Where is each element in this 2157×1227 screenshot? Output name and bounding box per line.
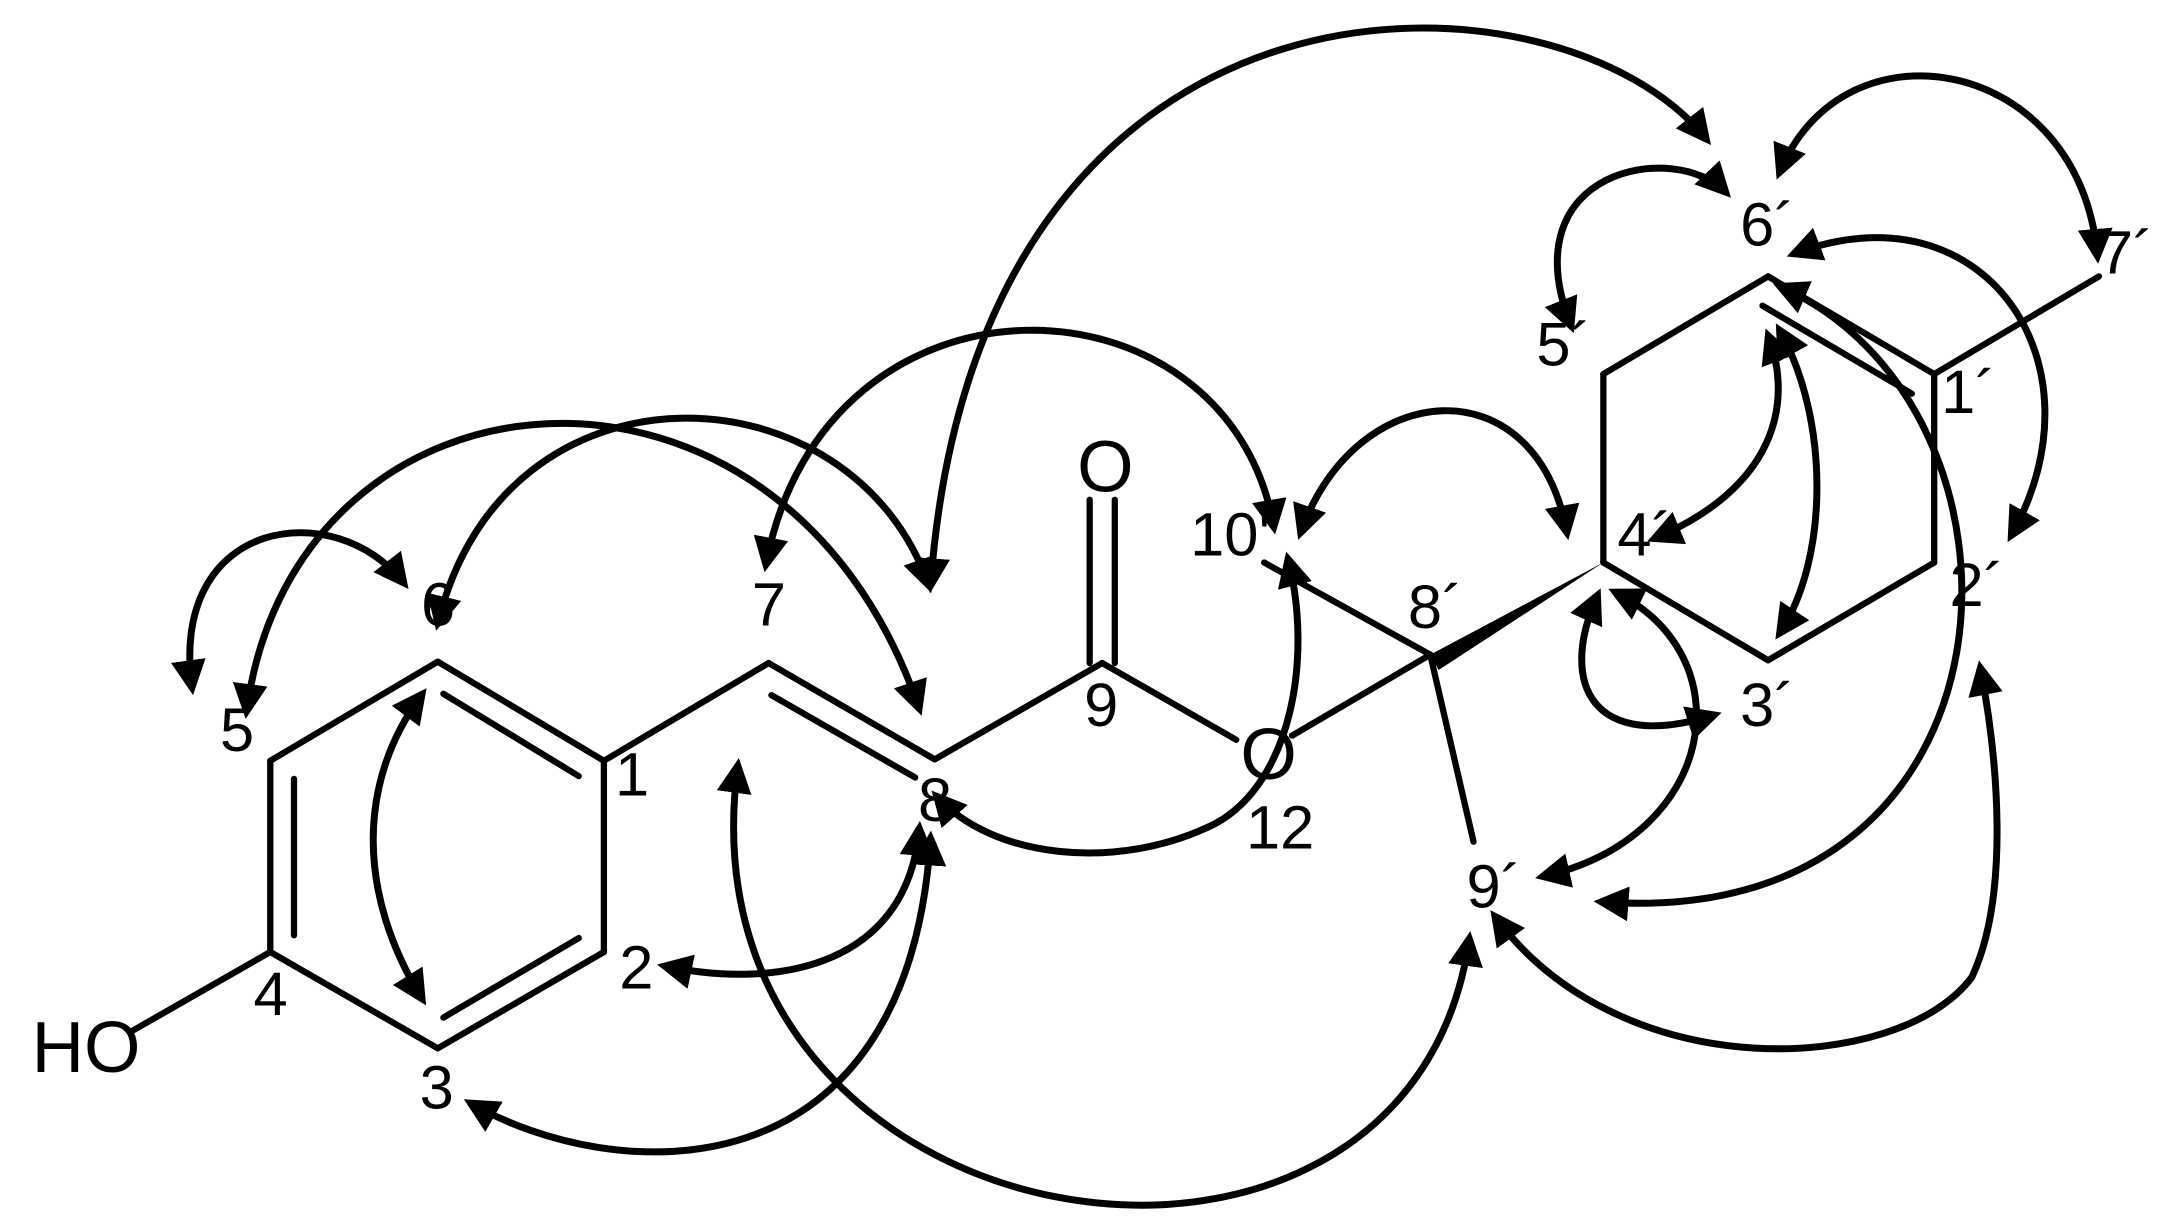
- aromatic-ring: [267, 658, 608, 1052]
- bond-c4-c3: [267, 948, 441, 1052]
- hydroxyl-label: HO: [32, 1007, 141, 1088]
- arrow-4p-6p: [1647, 328, 1795, 545]
- label-c6p: 6´: [1740, 191, 1795, 260]
- label-c4: 4: [254, 960, 288, 1029]
- arrow-6p-8: [915, 24, 1711, 594]
- bond-c5p-c6p: [1600, 273, 1772, 378]
- bond-c4-oh: [130, 948, 274, 1034]
- label-c1: 1: [615, 741, 649, 810]
- label-c1p: 1´: [1941, 358, 1996, 427]
- label-c5p: 5´: [1536, 311, 1591, 380]
- bond-c9-o12: [1099, 659, 1240, 743]
- label-c8: 8: [918, 766, 952, 835]
- arrow-6-3: [369, 688, 427, 1006]
- arrow-5-8: [232, 420, 927, 719]
- bond-c8p-c9p: [1427, 651, 1477, 845]
- arrow-4p-9p: [1535, 588, 1700, 888]
- label-c3: 3: [420, 1053, 454, 1122]
- label-c9p: 9´: [1467, 852, 1522, 921]
- label-c2: 2: [619, 933, 653, 1002]
- arrow-10p-4p: [1293, 407, 1580, 541]
- arrow-5p-6p: [1544, 160, 1732, 334]
- bond-c3-c2: [434, 948, 608, 1052]
- label-c7: 7: [752, 570, 786, 639]
- bond-c1-c6: [434, 658, 608, 764]
- arrow-6p-3p: [1775, 323, 1821, 640]
- arrow-2-8: [657, 820, 935, 989]
- arrow-5-6: [171, 529, 409, 696]
- arrow-3-8: [463, 830, 947, 1156]
- correlation-arrows: [171, 24, 2113, 1209]
- label-c7p: 7´: [2099, 219, 2154, 288]
- arrow-6p-7p: [1773, 72, 2113, 264]
- label-c9: 9: [1084, 671, 1118, 740]
- label-c3p: 3´: [1740, 671, 1795, 740]
- arrow-7-9p: [716, 758, 1483, 1209]
- bond-c8-c9: [931, 659, 1106, 763]
- label-o12: 12: [1246, 794, 1314, 863]
- arrow-6p-2p: [1786, 227, 2049, 543]
- carbonyl-oxygen-label: O: [1077, 426, 1133, 507]
- bond-o12-c8p: [1288, 651, 1434, 739]
- bond-c3p-c4p: [1600, 559, 1772, 664]
- label-c10p: 10': [1190, 501, 1270, 570]
- label-c8p: 8´: [1408, 573, 1463, 642]
- arrow-9p-2p: [1490, 660, 2003, 1053]
